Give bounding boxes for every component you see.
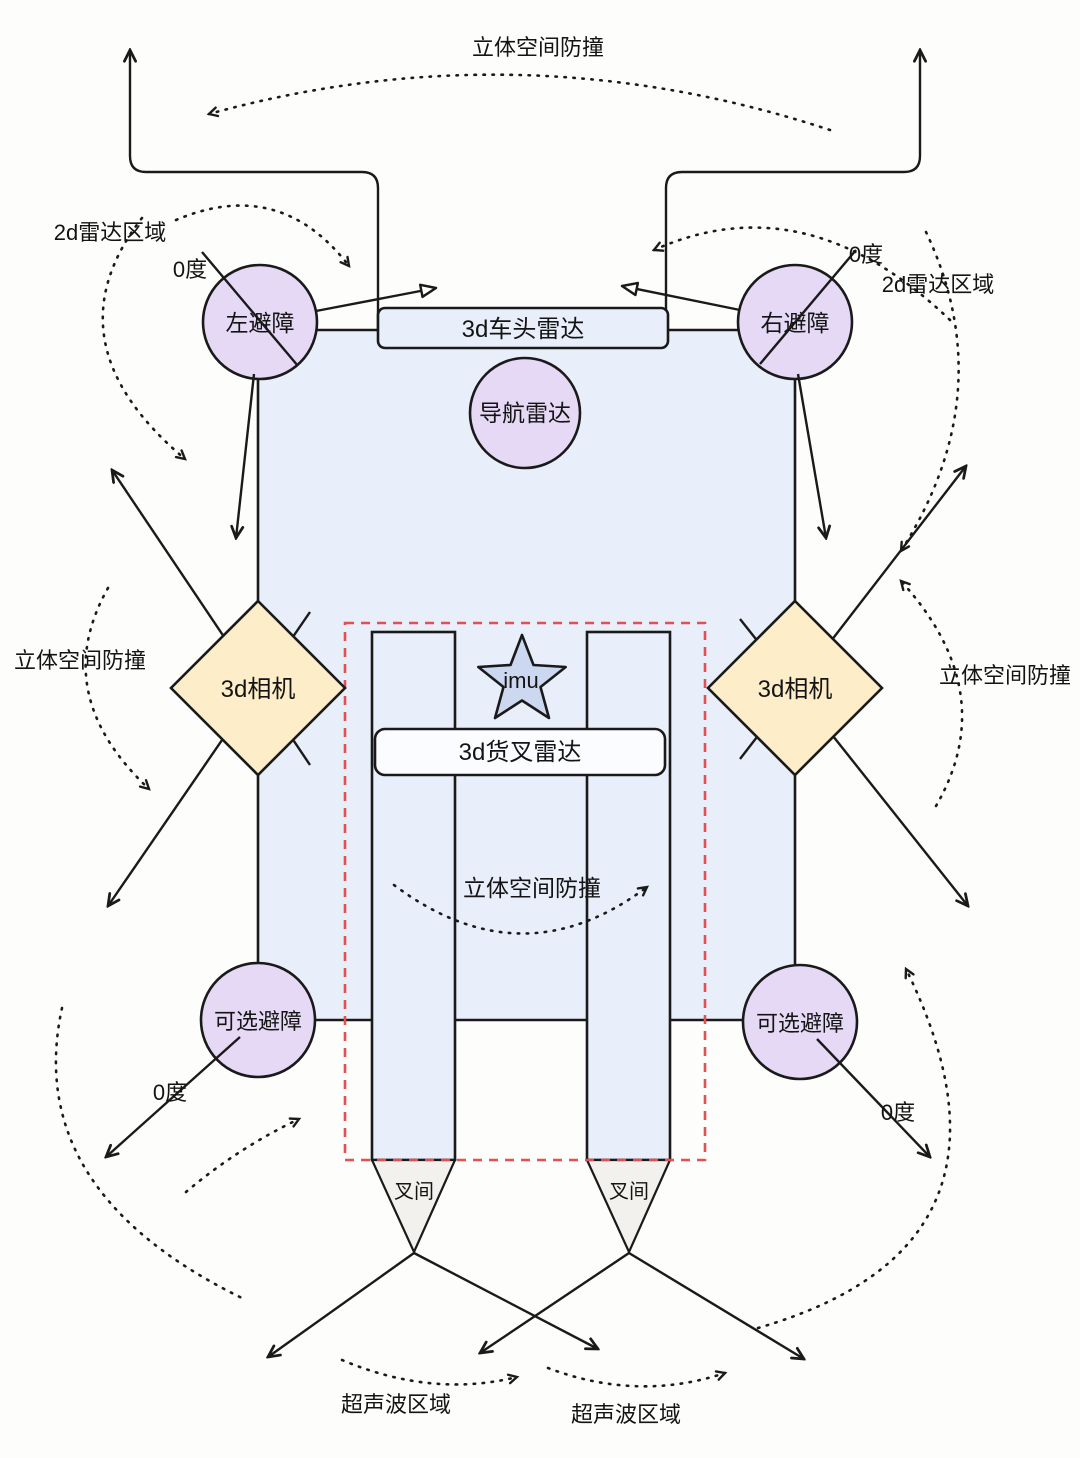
fork-radar-label: 3d货叉雷达 bbox=[459, 739, 582, 766]
imu-star bbox=[476, 633, 568, 720]
zero-deg-arrow-bottom-right bbox=[816, 1038, 930, 1157]
dotted-arc-bottom-left-outer bbox=[54, 1006, 248, 1302]
camera-left-label: 3d相机 bbox=[221, 676, 296, 703]
fork-tine-left bbox=[370, 630, 457, 1162]
ultrasonic-right-label: 超声波区域 bbox=[571, 1402, 681, 1427]
camera-diamond-right bbox=[706, 599, 884, 777]
dotted-arc-ultrasonic-left bbox=[340, 1358, 520, 1386]
ultrasonic-line-left-out bbox=[268, 1252, 415, 1357]
fork-tip-left bbox=[370, 1158, 457, 1255]
dotted-arc-top-right-outer bbox=[899, 230, 960, 554]
deg0-top-left-label: 0度 bbox=[173, 257, 207, 282]
nav-radar-label: 导航雷达 bbox=[479, 400, 571, 426]
antenna-line-right bbox=[664, 50, 920, 332]
avoid-circle-bottom-left bbox=[199, 961, 317, 1079]
camera-right-label: 3d相机 bbox=[758, 676, 833, 703]
fork-tine-right bbox=[585, 630, 672, 1162]
dotted-arc-ultrasonic-right bbox=[546, 1366, 728, 1388]
ultrasonic-left-label: 超声波区域 bbox=[341, 1392, 451, 1417]
dotted-arc-mid-right bbox=[899, 579, 964, 808]
camera-diamond-left bbox=[169, 599, 347, 777]
collision-left-label: 立体空间防撞 bbox=[14, 648, 146, 673]
collision-right-label: 立体空间防撞 bbox=[939, 663, 1071, 688]
optional-avoid-right-label: 可选避障 bbox=[756, 1011, 844, 1036]
avoid-left-label: 左避障 bbox=[226, 310, 295, 336]
dotted-arc-bottom-left-inner bbox=[184, 1117, 302, 1194]
dotted-arc-mid-left bbox=[84, 586, 151, 791]
dotted-arc-top-right-inner bbox=[651, 226, 952, 322]
scan-arrow-top-right-down bbox=[796, 373, 826, 538]
radar2d-left-label: 2d雷达区域 bbox=[54, 220, 166, 245]
radar2d-right-label: 2d雷达区域 bbox=[882, 272, 994, 297]
collision-top-label: 立体空间防撞 bbox=[472, 35, 604, 60]
dotted-arc-bottom-right-outer bbox=[756, 966, 952, 1330]
scan-arrow-top-left-to-head bbox=[315, 283, 438, 313]
nav-radar-circle bbox=[468, 356, 582, 470]
ultrasonic-line-right-out bbox=[628, 1251, 804, 1359]
ultrasonic-line-right-cross bbox=[480, 1252, 630, 1353]
dotted-arc-top-left-outer bbox=[101, 216, 187, 461]
fork-radar-box bbox=[373, 727, 667, 777]
head-radar-box bbox=[376, 306, 670, 350]
fork-gap-left-label: 叉间 bbox=[394, 1180, 434, 1203]
scan-arrow-top-right-to-head bbox=[620, 281, 741, 312]
deg0-bottom-right-label: 0度 bbox=[881, 1100, 915, 1125]
collision-center-label: 立体空间防撞 bbox=[463, 875, 601, 901]
safety-zone-dashed-box bbox=[343, 621, 707, 1162]
imu-label: imu bbox=[503, 668, 538, 693]
ultrasonic-line-left-cross bbox=[413, 1251, 598, 1349]
dotted-arc-top-collision bbox=[206, 73, 832, 132]
dotted-arc-center-collision bbox=[392, 883, 650, 935]
fork-gap-right-label: 叉间 bbox=[609, 1180, 649, 1203]
avoid-right-label: 右避障 bbox=[761, 310, 830, 336]
optional-avoid-left-label: 可选避障 bbox=[214, 1009, 302, 1034]
zero-deg-line-top-right bbox=[759, 249, 857, 365]
head-radar-label: 3d车头雷达 bbox=[462, 316, 585, 343]
fork-tip-right bbox=[585, 1158, 672, 1255]
zero-deg-line-top-left bbox=[201, 251, 299, 367]
dotted-arc-top-left-inner bbox=[174, 204, 351, 269]
antenna-line-left bbox=[130, 50, 380, 332]
deg0-bottom-left-label: 0度 bbox=[153, 1080, 187, 1105]
zero-deg-arrow-bottom-left bbox=[106, 1036, 241, 1157]
deg0-top-right-label: 0度 bbox=[849, 242, 883, 267]
scan-arrow-top-left-down bbox=[236, 373, 256, 538]
